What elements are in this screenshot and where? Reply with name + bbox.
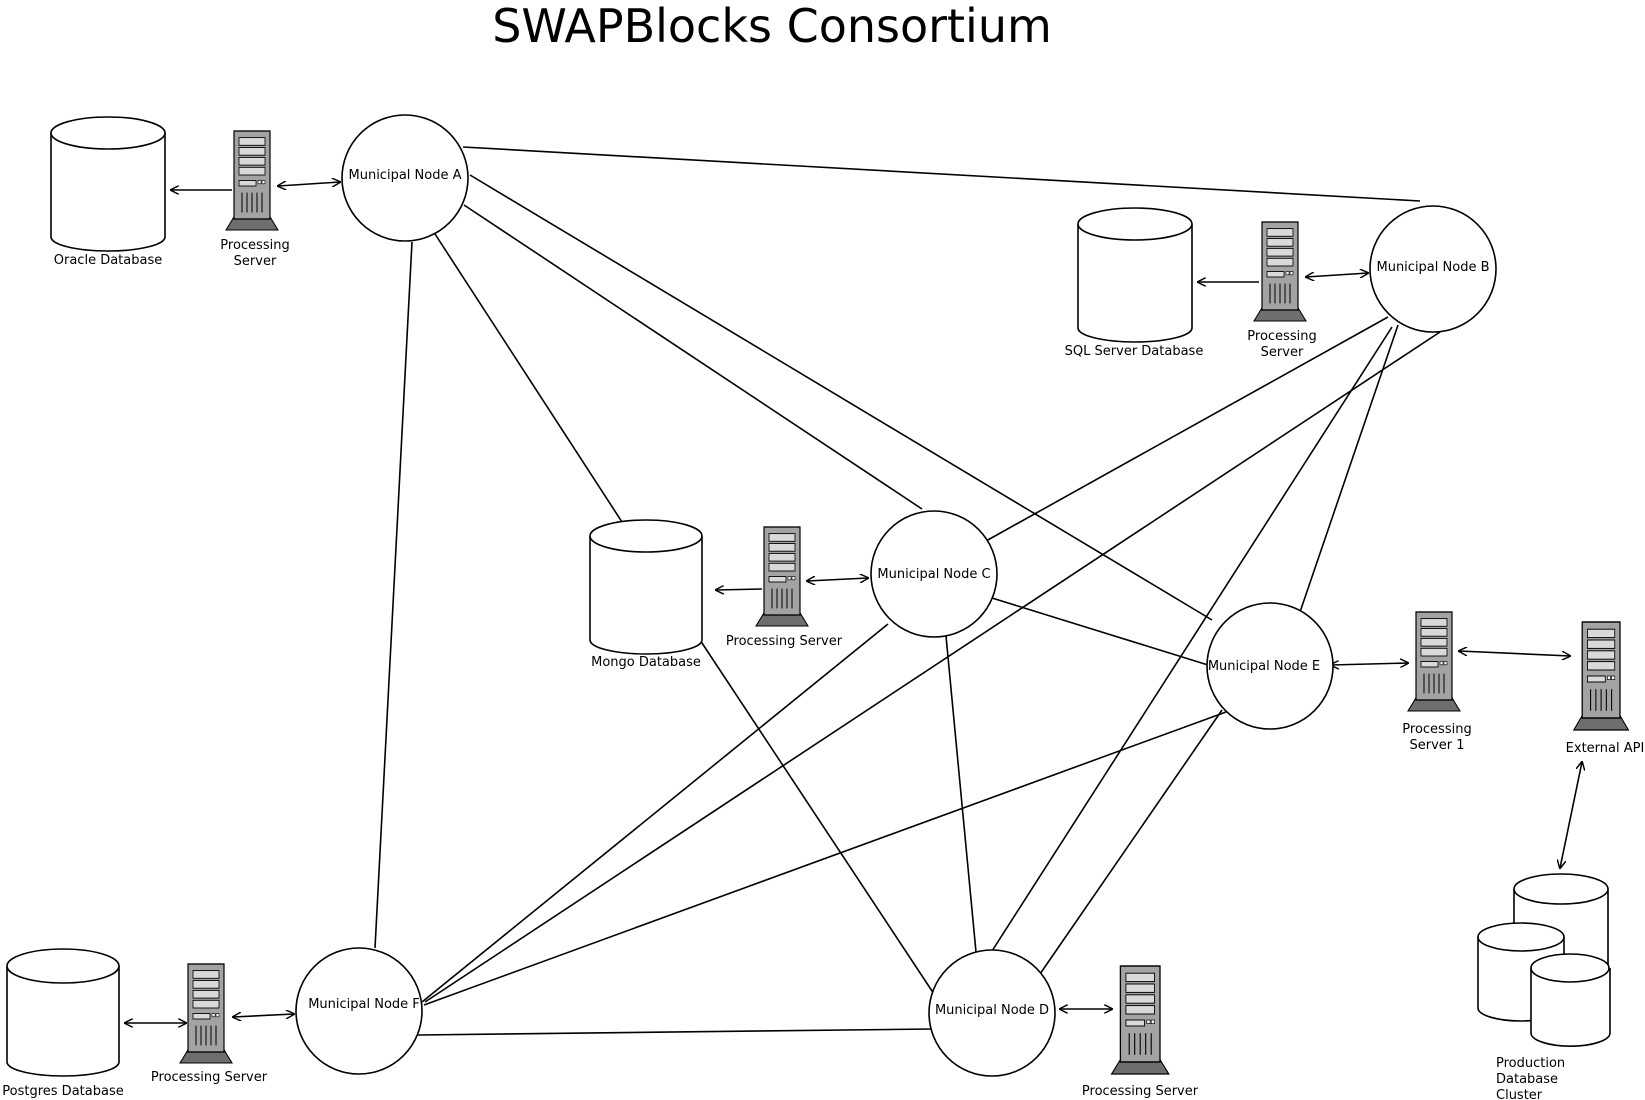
link-mongo-d: [699, 639, 935, 995]
arrow-server-a-node-a: [278, 182, 340, 186]
external-api-label: External API: [1566, 741, 1645, 756]
processing-server-f: Processing Server: [151, 963, 268, 1085]
link-c-d: [945, 635, 977, 953]
arrow-node-e-server-e: [1331, 663, 1408, 665]
postgres-database-label: Postgres Database: [2, 1084, 123, 1099]
server-tower-icon: [1407, 611, 1461, 712]
node-e-label: Municipal Node E: [1208, 659, 1320, 674]
server-b-label-line1: Processing: [1247, 329, 1316, 344]
mongo-database: Mongo Database: [589, 519, 703, 670]
arrow-server-c-to-mongo: [716, 589, 763, 590]
database-cylinder-icon: [1530, 953, 1611, 1047]
arrow-external-api-cluster: [1560, 762, 1582, 868]
link-c-f: [421, 623, 889, 1003]
server-tower-icon: [1573, 621, 1630, 731]
server-tower-icon: [1110, 965, 1170, 1075]
server-a-label-line1: Processing: [220, 238, 289, 253]
link-b-f: [424, 331, 1441, 1003]
sqlserver-database-label: SQL Server Database: [1065, 344, 1204, 359]
link-c-e: [991, 597, 1209, 666]
node-a-label: Municipal Node A: [349, 168, 462, 183]
municipal-node-b: Municipal Node B: [1369, 205, 1497, 333]
processing-server-b: Processing Server: [1247, 221, 1317, 360]
server-tower-icon: [1253, 221, 1307, 322]
database-cylinder-icon: [50, 116, 166, 252]
arrow-server-f-node-f: [233, 1014, 294, 1017]
municipal-node-f: Municipal Node F: [295, 947, 423, 1075]
link-e-f: [423, 711, 1227, 1006]
link-e-d: [1039, 709, 1223, 975]
link-b-e: [1299, 324, 1399, 613]
link-a-mongo: [434, 233, 623, 523]
node-f-label: Municipal Node F: [308, 997, 420, 1012]
server-f-label: Processing Server: [151, 1070, 268, 1085]
cluster-label-line2: Database: [1496, 1072, 1558, 1087]
database-cylinder-icon: [1077, 207, 1193, 343]
arrow-server-c-node-c: [807, 578, 868, 581]
municipal-node-e: Municipal Node E: [1206, 602, 1334, 730]
arrow-server-e-external-api: [1459, 651, 1570, 656]
server-c-label: Processing Server: [726, 634, 843, 649]
database-cylinder-icon: [6, 948, 120, 1077]
link-a-c: [463, 204, 923, 510]
cluster-label-line3: Cluster: [1496, 1088, 1543, 1100]
arrow-server-b-node-b: [1306, 273, 1368, 277]
node-c-label: Municipal Node C: [877, 567, 990, 582]
link-a-e: [469, 174, 1213, 621]
mesh-connections: [374, 146, 1441, 1036]
data-flow-arrows: [125, 182, 1582, 1023]
external-api-server: External API: [1566, 621, 1645, 756]
production-database-cluster: Production Database Cluster: [1477, 873, 1611, 1100]
server-e-label-line1: Processing: [1402, 722, 1471, 737]
oracle-database: Oracle Database: [50, 116, 166, 268]
postgres-database: Postgres Database: [2, 948, 124, 1099]
server-e-label-line2: Server 1: [1409, 738, 1464, 753]
link-b-c: [985, 316, 1389, 542]
processing-server-d: Processing Server: [1082, 965, 1199, 1099]
server-b-label-line2: Server: [1261, 345, 1304, 360]
server-tower-icon: [179, 963, 233, 1064]
municipal-node-a: Municipal Node A: [341, 114, 469, 242]
municipal-node-d: Municipal Node D: [928, 949, 1056, 1077]
server-tower-icon: [225, 130, 279, 231]
server-tower-icon: [755, 526, 809, 627]
link-a-f: [374, 241, 413, 949]
link-b-d: [991, 326, 1393, 952]
link-a-b: [462, 146, 1421, 202]
sqlserver-database: SQL Server Database: [1065, 207, 1204, 359]
server-a-label-line2: Server: [234, 254, 277, 269]
diagram-title: SWAPBlocks Consortium: [492, 0, 1052, 53]
link-f-d: [417, 1028, 933, 1036]
processing-server-c: Processing Server: [726, 526, 843, 649]
processing-server-e: Processing Server 1: [1402, 611, 1472, 753]
mongo-database-label: Mongo Database: [591, 655, 701, 670]
municipal-node-c: Municipal Node C: [870, 510, 998, 638]
node-d-label: Municipal Node D: [935, 1003, 1049, 1018]
node-b-label: Municipal Node B: [1376, 260, 1489, 275]
server-d-label: Processing Server: [1082, 1084, 1199, 1099]
database-cylinder-icon: [589, 519, 703, 655]
oracle-database-label: Oracle Database: [54, 253, 162, 268]
processing-server-a: Processing Server: [220, 130, 290, 269]
cluster-label-line1: Production: [1496, 1056, 1565, 1071]
